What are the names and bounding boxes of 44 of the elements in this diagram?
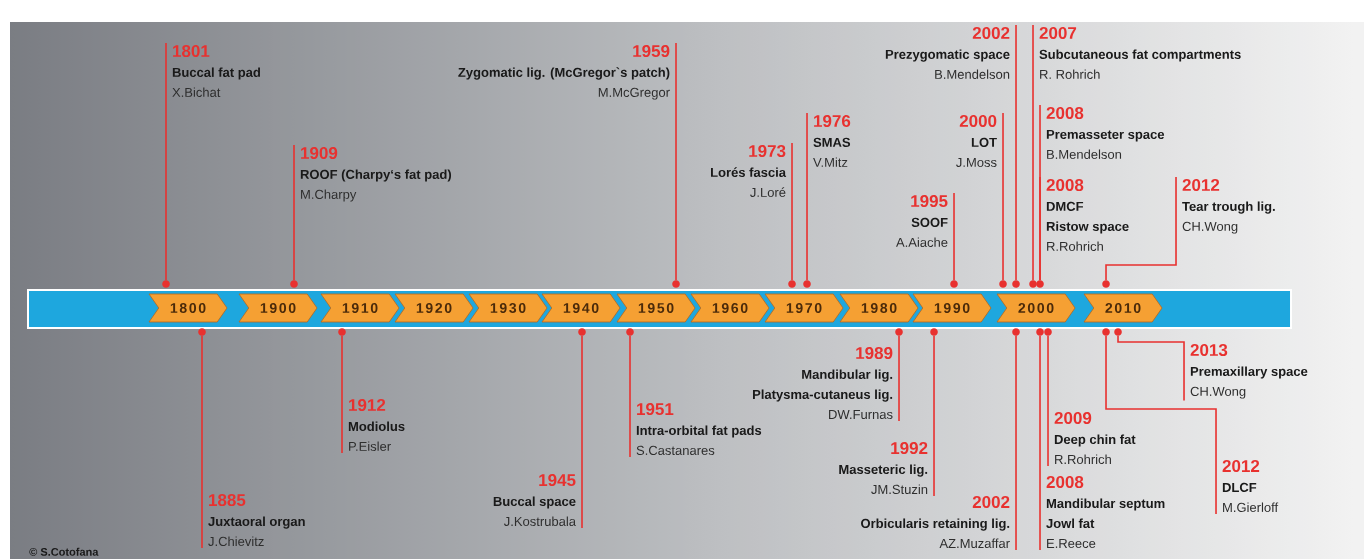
event-label: 2000 LOT J.Moss <box>956 115 997 167</box>
copyright-note: © S.Cotofana <box>29 547 99 556</box>
leader-line <box>1105 176 1177 281</box>
event-label: 1801 Buccal fat pad X.Bichat <box>172 45 260 97</box>
event-label: 1973 Lorés fascia J.Loré <box>711 145 787 197</box>
leader-line <box>1047 335 1049 467</box>
event-label: 1885 Juxtaoral organ J.Chievitz <box>208 494 305 546</box>
leader-line <box>1015 24 1017 281</box>
event-label: 2012 Tear trough lig. CH.Wong <box>1182 179 1275 234</box>
event-label: 2009 Deep chin fat R.Rohrich <box>1054 412 1136 464</box>
leader-line <box>201 335 203 549</box>
leader-line <box>1105 335 1217 515</box>
event-label: 2008 Mandibular septum Jowl fat E.Reece <box>1046 476 1165 548</box>
event-label: 1995 SOOF A.Aiache <box>896 195 948 247</box>
leader-line <box>1015 335 1017 551</box>
leader-line <box>1002 112 1004 281</box>
event-label: 2008 Premasseter space B.Mendelson <box>1046 107 1165 159</box>
event-label: 2008 DMCF Ristow space R.Rohrich <box>1046 179 1129 251</box>
event-label: 1959 Zygomatic lig. (McGregor`s patch) M.McGregor <box>458 45 670 100</box>
leader-line <box>933 335 935 497</box>
event-label: 1976 SMAS V.Mitz <box>813 115 851 167</box>
leader-line <box>293 144 295 281</box>
event-label: 2002 Prezygomatic space B.Mendelson <box>885 27 1010 79</box>
leader-line <box>1039 176 1041 281</box>
leader-line <box>806 112 808 281</box>
leader-line <box>675 42 677 281</box>
leader-line <box>165 42 167 281</box>
event-label: 2007 Subcutaneous fat compartments R. Rohrich <box>1039 27 1241 79</box>
leader-line <box>341 335 343 454</box>
leader-line <box>581 335 583 529</box>
event-label: 1909 ROOF (Charpy‘s fat pad) M.Charpy <box>300 147 452 202</box>
leader-line <box>791 142 793 281</box>
event-label: 2013 Premaxillary space CH.Wong <box>1190 344 1308 399</box>
leader-line <box>1117 335 1185 402</box>
event-label: 1912 Modiolus P.Eisler <box>348 399 405 451</box>
event-label: 2002 Orbicularis retaining lig. AZ.Muzaffar <box>861 496 1010 548</box>
leader-line <box>898 335 900 422</box>
leader-line <box>1032 24 1034 281</box>
event-label: 1945 Buccal space J.Kostrubala <box>493 474 576 526</box>
leader-line <box>1039 335 1041 551</box>
event-label: 1992 Masseteric lig. JM.Stuzin <box>839 442 928 494</box>
event-label: 2012 DLCF M.Gierloff <box>1222 460 1279 512</box>
leader-line <box>953 192 955 281</box>
leader-line <box>629 335 631 458</box>
